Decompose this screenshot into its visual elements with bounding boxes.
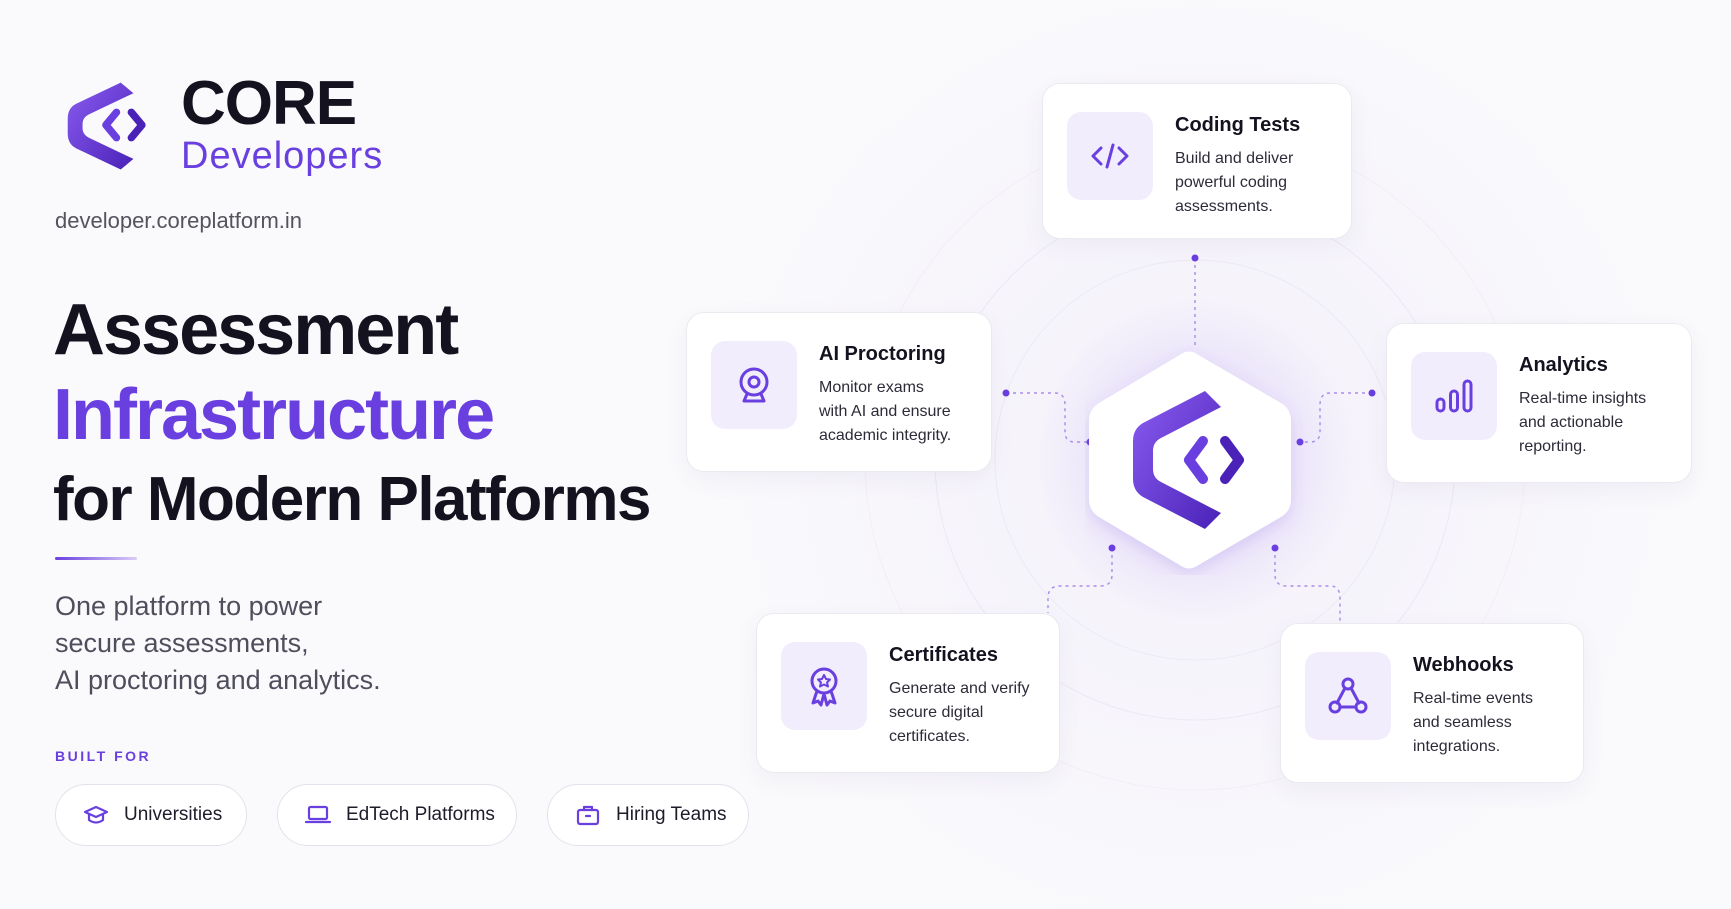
- tagline: One platform to power secure assessments…: [55, 588, 381, 699]
- core-logo-icon: [67, 82, 146, 170]
- card-title: Webhooks: [1413, 654, 1514, 676]
- built-for-label: BUILT FOR: [55, 748, 152, 764]
- feature-card-certificates[interactable]: Certificates Generate and verify secure …: [756, 613, 1060, 773]
- card-desc-line: Generate and verify: [889, 680, 1030, 697]
- pill-edtech-platforms[interactable]: EdTech Platforms: [277, 784, 517, 846]
- card-title: Analytics: [1519, 354, 1608, 376]
- accent-divider: [55, 557, 137, 560]
- brand-name: CORE: [181, 69, 357, 138]
- card-description: Monitor exams with AI and ensure academi…: [819, 376, 951, 448]
- tagline-line-2: secure assessments,: [55, 628, 309, 658]
- headline-line-3: for Modern Platforms: [53, 465, 651, 534]
- headline-line-1: Assessment: [53, 290, 459, 370]
- card-icon-box: [1411, 352, 1497, 440]
- headline: Assessment Infrastructure for Modern Pla…: [53, 288, 651, 542]
- card-icon-box: [781, 642, 867, 730]
- card-desc-line: reporting.: [1519, 438, 1587, 455]
- card-desc-line: Build and deliver: [1175, 150, 1294, 167]
- site-url: developer.coreplatform.in: [55, 208, 303, 233]
- card-desc-line: academic integrity.: [819, 427, 952, 444]
- core-hub-icon: [1089, 351, 1291, 569]
- card-desc-line: powerful coding: [1175, 174, 1288, 191]
- card-desc-line: certificates.: [889, 728, 970, 745]
- card-desc-line: Monitor exams: [819, 379, 924, 396]
- card-icon-box: [711, 341, 797, 429]
- card-description: Generate and verify secure digital certi…: [889, 677, 1030, 749]
- pill-universities[interactable]: Universities: [55, 784, 247, 846]
- headline-line-2: Infrastructure: [53, 375, 495, 455]
- card-title: AI Proctoring: [819, 343, 946, 365]
- pill-label: Hiring Teams: [616, 804, 727, 825]
- card-description: Real-time insights and actionable report…: [1519, 387, 1646, 459]
- card-description: Real-time events and seamless integratio…: [1413, 687, 1533, 759]
- card-desc-line: Real-time insights: [1519, 390, 1647, 407]
- webcam-icon: [739, 367, 769, 403]
- graduation-cap-icon: [83, 805, 109, 824]
- feature-card-analytics[interactable]: Analytics Real-time insights and actiona…: [1386, 323, 1692, 483]
- pill-hiring-teams[interactable]: Hiring Teams: [547, 784, 749, 846]
- card-desc-line: assessments.: [1175, 198, 1273, 215]
- card-desc-line: and actionable: [1519, 414, 1624, 431]
- card-icon-box: [1067, 112, 1153, 200]
- card-desc-line: and seamless: [1413, 714, 1512, 731]
- webhook-icon: [1328, 677, 1368, 714]
- card-description: Build and deliver powerful coding assess…: [1175, 147, 1300, 219]
- card-desc-line: with AI and ensure: [819, 403, 951, 420]
- card-title: Coding Tests: [1175, 114, 1301, 136]
- laptop-icon: [304, 805, 332, 824]
- card-title: Certificates: [889, 644, 998, 666]
- feature-card-webhooks[interactable]: Webhooks Real-time events and seamless i…: [1280, 623, 1584, 783]
- feature-card-coding-tests[interactable]: Coding Tests Build and deliver powerful …: [1042, 83, 1352, 239]
- pill-label: Universities: [124, 804, 223, 825]
- brand: CORE Developers: [55, 72, 383, 178]
- code-icon: [1091, 143, 1129, 169]
- bar-chart-icon: [1435, 379, 1473, 413]
- briefcase-icon: [576, 805, 600, 826]
- card-icon-box: [1305, 652, 1391, 740]
- brand-subtitle: Developers: [181, 135, 384, 177]
- tagline-line-3: AI proctoring and analytics.: [55, 665, 381, 695]
- card-desc-line: secure digital: [889, 704, 984, 721]
- tagline-line-1: One platform to power: [55, 591, 323, 621]
- pill-label: EdTech Platforms: [346, 804, 495, 825]
- card-desc-line: Real-time events: [1413, 690, 1534, 707]
- feature-card-ai-proctoring[interactable]: AI Proctoring Monitor exams with AI and …: [686, 312, 992, 472]
- card-desc-line: integrations.: [1413, 738, 1501, 755]
- award-ribbon-icon: [810, 667, 838, 707]
